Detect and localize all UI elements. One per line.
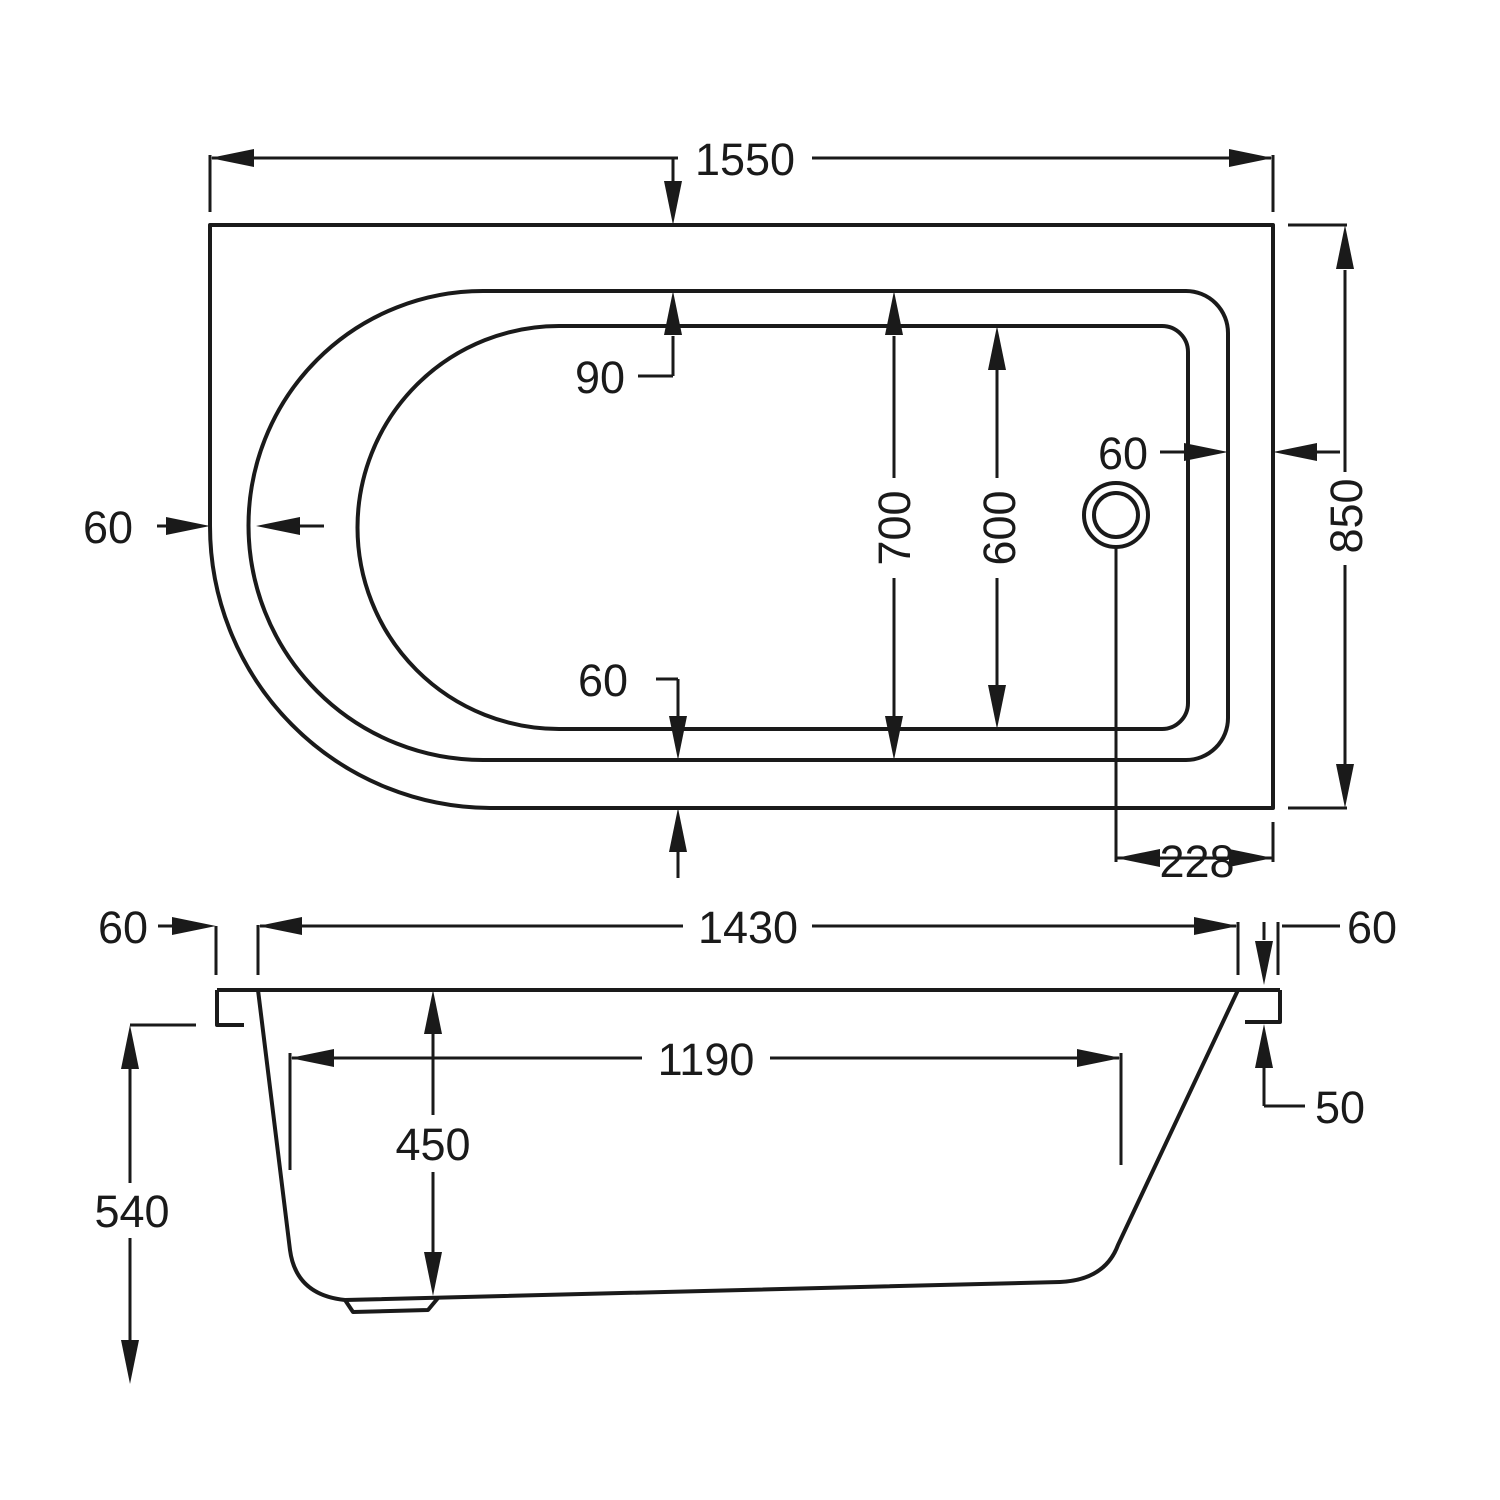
elevation-view — [215, 988, 1282, 1314]
dimension-rim-left: 60 — [98, 902, 218, 975]
label-rim-left: 60 — [98, 902, 148, 953]
dimension-overall-width: 850 — [1288, 223, 1372, 810]
plan-outer-outline — [208, 223, 1275, 810]
dimension-inner-depth: 450 — [395, 990, 471, 1296]
label-inner-rim-width: 700 — [869, 490, 920, 565]
dimension-end-rim-left: 60 — [83, 502, 324, 553]
elevation-waste-foot — [343, 1296, 440, 1314]
label-rim-thickness: 50 — [1315, 1082, 1365, 1133]
label-floor-length: 1190 — [658, 1034, 755, 1085]
dimension-floor-width: 600 — [974, 326, 1025, 729]
label-waste-offset: 228 — [1159, 836, 1234, 887]
label-end-rim-left: 60 — [83, 502, 133, 553]
dimension-floor-length: 1190 — [288, 1034, 1123, 1170]
label-inner-length: 1430 — [698, 902, 798, 953]
dimension-inner-length: 1430 — [256, 902, 1240, 975]
label-inner-depth: 450 — [395, 1119, 470, 1170]
label-floor-width: 600 — [974, 490, 1025, 565]
plan-view — [208, 223, 1275, 810]
label-side-rim-top: 90 — [575, 352, 625, 403]
label-overall-height: 540 — [94, 1186, 169, 1237]
dimension-inner-rim-width: 700 — [869, 291, 920, 760]
label-end-rim-right: 60 — [1098, 428, 1148, 479]
label-overall-width: 850 — [1321, 478, 1372, 553]
dimension-waste-offset: 228 — [1114, 547, 1275, 887]
dimension-end-rim-right: 60 — [1098, 428, 1340, 479]
label-rim-right: 60 — [1347, 902, 1397, 953]
label-side-rim-bottom: 60 — [578, 655, 628, 706]
elevation-rim-right — [1245, 990, 1282, 1024]
elevation-rim-left — [215, 990, 244, 1027]
plan-rim-inner-edge — [246, 289, 1230, 762]
plan-floor-edge — [355, 324, 1190, 731]
dimension-overall-height: 540 — [94, 1023, 196, 1384]
dimension-rim-right: 60 — [1255, 902, 1397, 985]
dimension-overall-length: 1550 — [208, 134, 1275, 212]
label-overall-length: 1550 — [695, 134, 795, 185]
waste-outlet-inner — [1092, 491, 1140, 539]
dimension-rim-thickness: 50 — [1255, 1024, 1365, 1133]
dimension-side-rim-bottom: 60 — [578, 655, 687, 878]
dimension-side-rim-top: 90 — [575, 158, 682, 403]
